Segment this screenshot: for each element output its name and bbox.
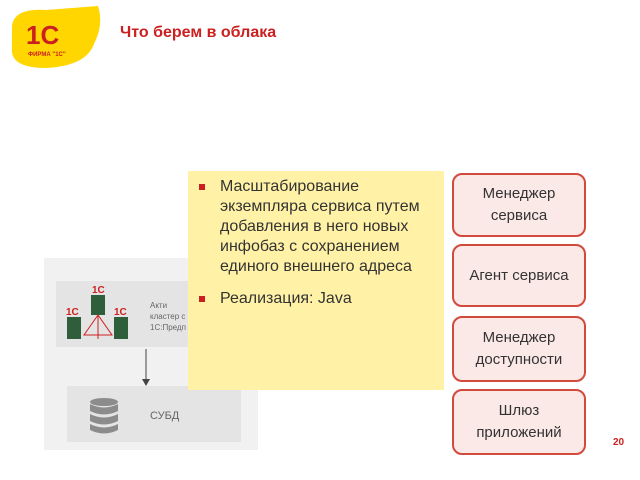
- svg-text:1С: 1С: [114, 307, 127, 318]
- bullet-item: Масштабирование экземпляра сервиса путем…: [188, 177, 444, 277]
- cluster-line-2: кластер с: [150, 312, 186, 321]
- component-availability-manager: Менеджер доступности: [452, 316, 586, 382]
- dbms-box: [67, 386, 241, 442]
- component-service-agent: Агент сервиса: [452, 244, 586, 307]
- description-card: Масштабирование экземпляра сервиса путем…: [188, 171, 444, 390]
- component-label: Менеджер сервиса: [482, 185, 556, 224]
- svg-text:1С: 1С: [66, 307, 79, 318]
- cluster-description: Акти кластер с 1С:Предп: [150, 300, 190, 333]
- svg-text:1С: 1С: [92, 285, 105, 296]
- component-label: Агент сервиса: [469, 266, 569, 284]
- component-application-gateway: Шлюз приложений: [452, 389, 586, 455]
- logo-symbol: 1С: [26, 20, 59, 50]
- bullet-marker-icon: [199, 184, 205, 190]
- down-arrow-icon: [140, 349, 152, 387]
- logo-caption: ФИРМА "1С": [28, 52, 66, 58]
- dbms-label: СУБД: [150, 410, 180, 422]
- bullet-text: Масштабирование экземпляра сервиса путем…: [220, 178, 420, 275]
- component-label: Шлюз приложений: [476, 402, 562, 441]
- component-service-manager: Менеджер сервиса: [452, 173, 586, 237]
- page-number: 20: [613, 437, 625, 448]
- bullet-marker-icon: [199, 296, 205, 302]
- 1c-logo: 1С ФИРМА "1С": [6, 4, 106, 72]
- server-cluster-icon: 1С 1С 1С: [64, 283, 136, 345]
- cluster-line-3: 1С:Предп: [150, 323, 186, 332]
- bullet-item: Реализация: Java: [188, 289, 444, 309]
- database-icon: [88, 397, 120, 435]
- bullet-list: Масштабирование экземпляра сервиса путем…: [188, 177, 444, 321]
- bullet-text: Реализация: Java: [220, 290, 352, 307]
- component-label: Менеджер доступности: [475, 329, 563, 368]
- slide-title: Что берем в облака: [120, 24, 277, 41]
- cluster-line-1: Акти: [150, 301, 168, 310]
